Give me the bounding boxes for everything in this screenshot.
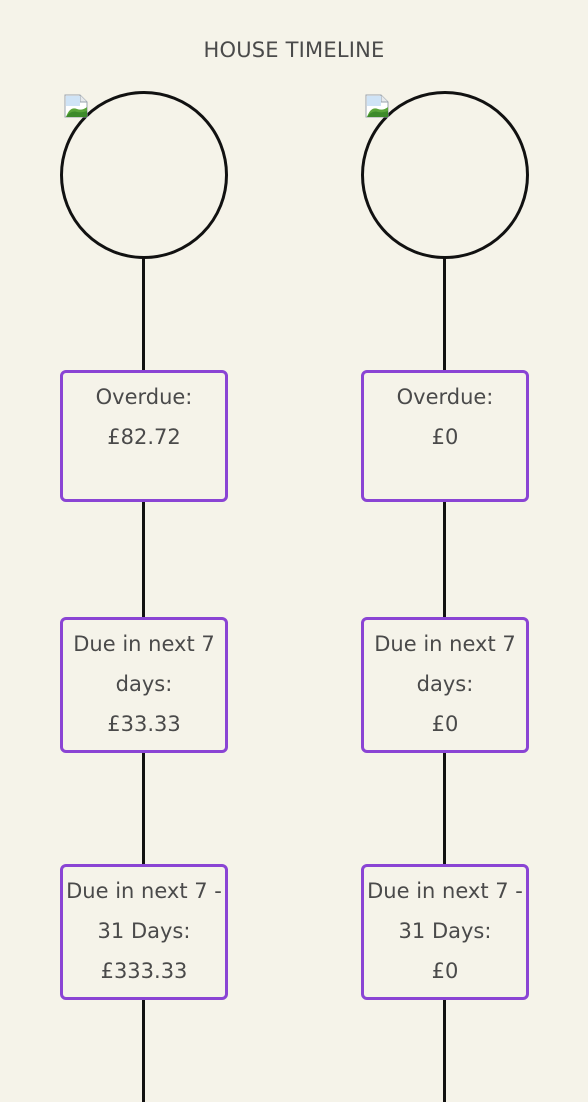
due-next-7-days-card[interactable]: Due in next 7 days: £33.33 [60, 617, 228, 753]
overdue-amount: £0 [431, 425, 459, 449]
due-next-7-31-days-amount: £0 [431, 959, 459, 983]
due-next-7-days-amount: £33.33 [107, 712, 181, 736]
due-next-7-31-days-card[interactable]: Due in next 7 - 31 Days: £0 [361, 864, 529, 1000]
broken-image-icon [365, 94, 389, 118]
due-next-7-31-days-label: Due in next 7 - 31 Days: [66, 879, 222, 943]
due-next-7-31-days-amount: £333.33 [100, 959, 188, 983]
due-next-7-days-amount: £0 [431, 712, 459, 736]
overdue-label: Overdue: [396, 385, 494, 409]
due-next-7-days-label: Due in next 7 days: [73, 632, 215, 696]
due-next-7-days-card[interactable]: Due in next 7 days: £0 [361, 617, 529, 753]
broken-image-icon [64, 94, 88, 118]
due-next-7-31-days-label: Due in next 7 - 31 Days: [367, 879, 523, 943]
due-next-7-days-label: Due in next 7 days: [374, 632, 516, 696]
overdue-card[interactable]: Overdue: £0 [361, 370, 529, 502]
avatar[interactable] [60, 91, 228, 259]
timeline-column: Overdue: £82.72 Due in next 7 days: £33.… [60, 0, 228, 1102]
avatar[interactable] [361, 91, 529, 259]
overdue-card[interactable]: Overdue: £82.72 [60, 370, 228, 502]
due-next-7-31-days-card[interactable]: Due in next 7 - 31 Days: £333.33 [60, 864, 228, 1000]
timeline-column: Overdue: £0 Due in next 7 days: £0 Due i… [361, 0, 529, 1102]
overdue-amount: £82.72 [107, 425, 181, 449]
page-title: HOUSE TIMELINE [203, 38, 385, 62]
overdue-label: Overdue: [95, 385, 193, 409]
